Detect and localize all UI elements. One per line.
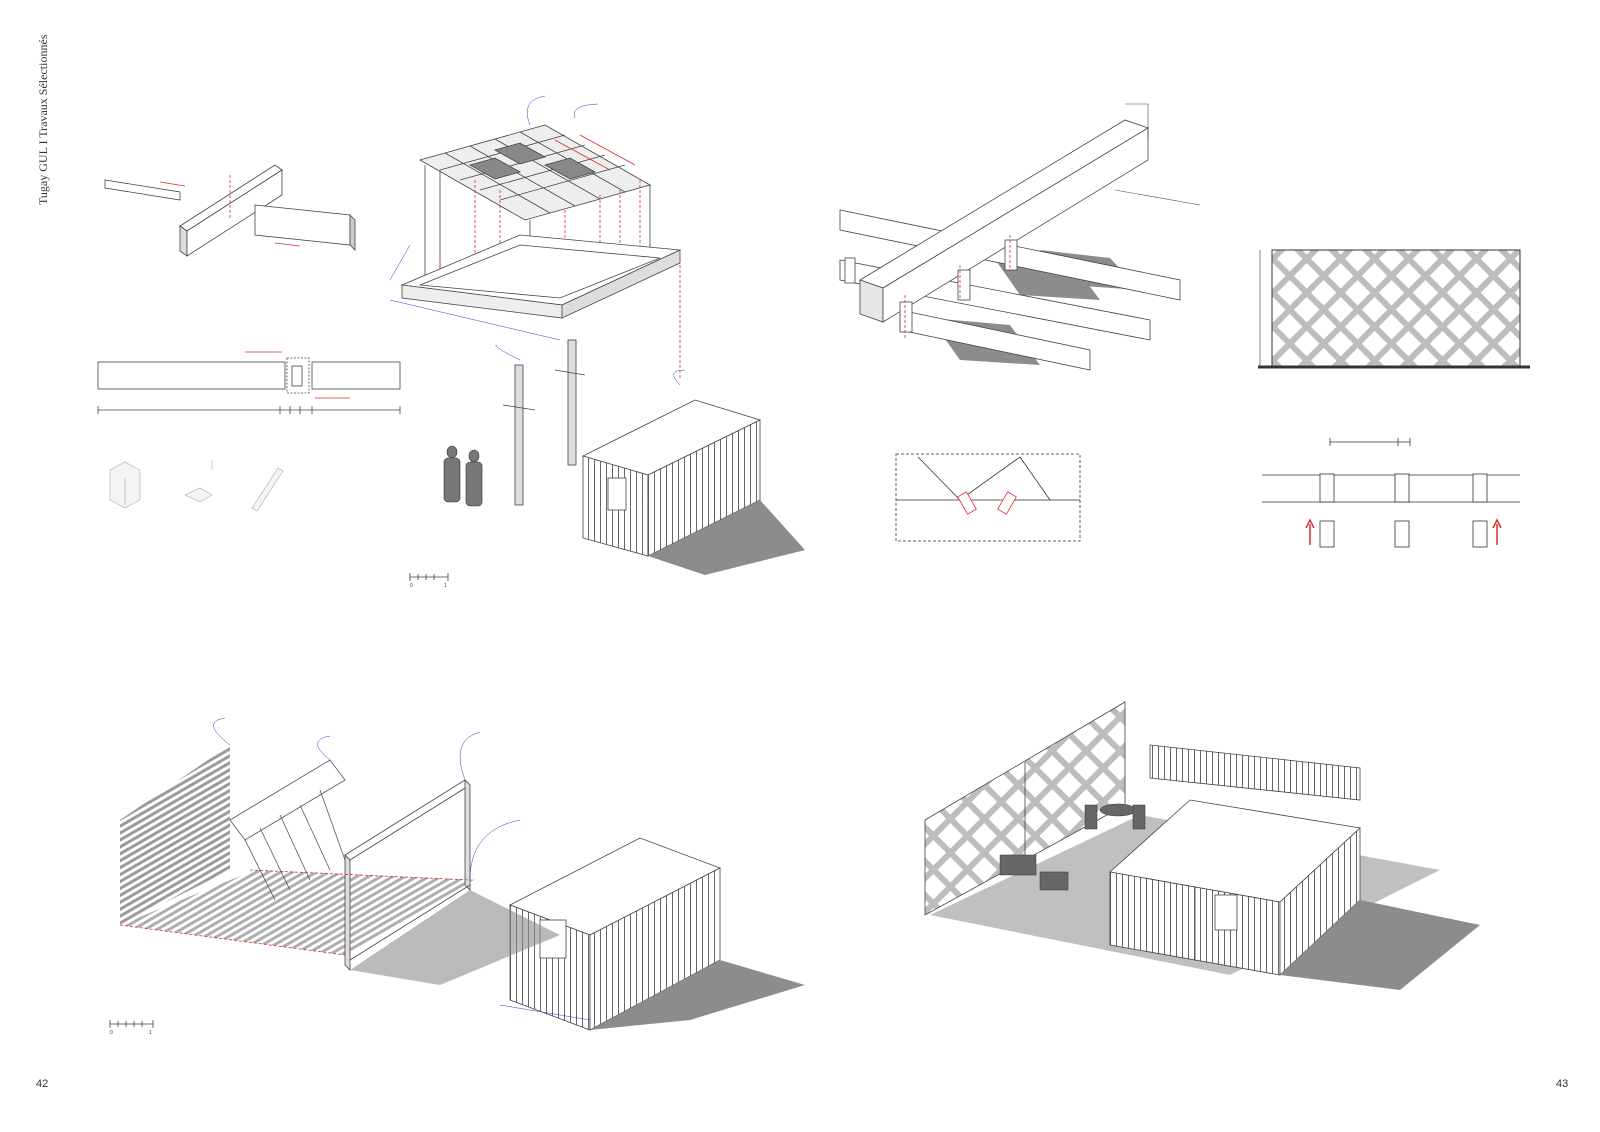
scale-bottom-end: 1 xyxy=(149,1030,152,1036)
page-number-right: 43 xyxy=(1556,1078,1569,1090)
component-details xyxy=(109,460,284,512)
scale-bar-bottom xyxy=(109,1020,154,1028)
screen-installation-axonometric xyxy=(109,717,805,1031)
scale-top-start: 0 xyxy=(410,583,413,589)
beam-plan-arrows xyxy=(1262,438,1520,548)
joint-detail-axonometric xyxy=(104,164,356,257)
scale-bottom-start: 0 xyxy=(110,1030,113,1036)
container-top xyxy=(581,399,805,575)
screen-panel-elevation xyxy=(1258,249,1530,369)
final-scene-axonometric xyxy=(924,701,1480,990)
v-joint-elevation xyxy=(895,453,1081,542)
roof-grid xyxy=(418,124,652,221)
joint-plan-detail xyxy=(97,351,401,414)
scale-bar-top xyxy=(409,573,449,581)
page-number-left: 42 xyxy=(36,1078,49,1090)
beam-assembly-axonometric xyxy=(839,103,1201,371)
pergola-exploded-axonometric xyxy=(389,95,805,581)
scale-top-end: 1 xyxy=(444,583,447,589)
people-silhouettes xyxy=(443,445,483,507)
